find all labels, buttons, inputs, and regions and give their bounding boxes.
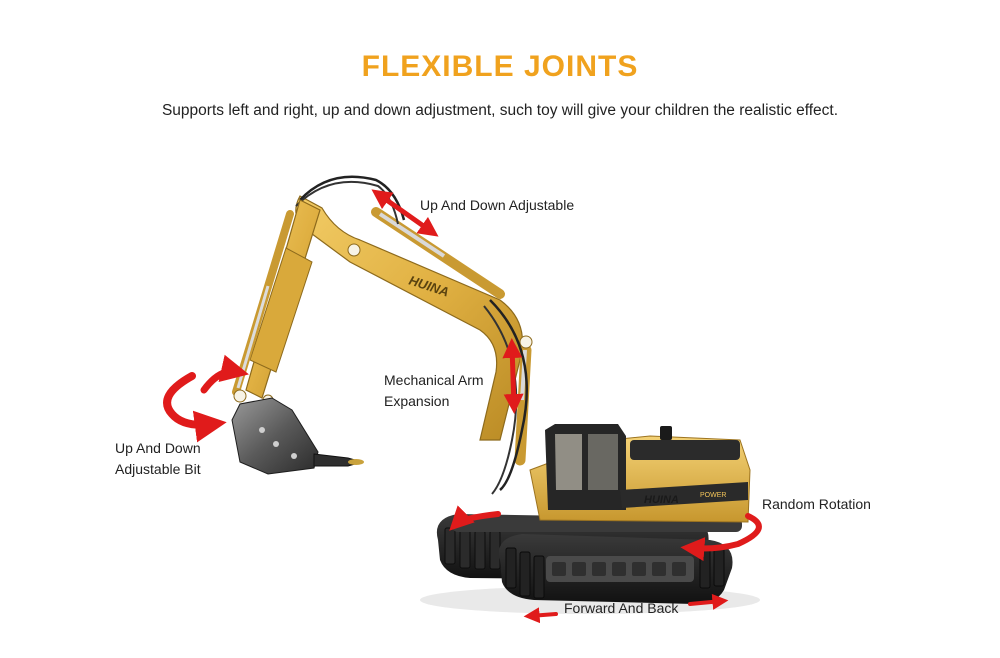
callout-bit: Up And Down Adjustable Bit <box>115 438 201 480</box>
page-subtitle: Supports left and right, up and down adj… <box>161 102 839 119</box>
bit-rotate-arrows <box>163 354 249 443</box>
rotation-arrows <box>449 505 762 562</box>
page-title: FLEXIBLE JOINTS <box>361 50 639 83</box>
excavator-body: POWER HUINA <box>529 424 751 523</box>
callout-boom: Up And Down Adjustable <box>420 197 575 213</box>
breaker-bit <box>231 397 364 475</box>
callout-arm-line2: Expansion <box>384 393 450 409</box>
callout-arm: Mechanical Arm Expansion <box>384 370 484 412</box>
body-brand-logo: HUINA <box>644 494 679 506</box>
tracks-arrow <box>523 593 729 624</box>
boom-arrow <box>371 189 439 237</box>
right-track <box>498 534 733 604</box>
excavator-stick <box>232 199 321 406</box>
excavator-boom: HUINA <box>295 175 533 495</box>
power-sticker: POWER <box>700 492 726 499</box>
arm-arrow <box>502 338 524 414</box>
callout-arm-line1: Mechanical Arm <box>384 372 484 388</box>
callout-tracks: Forward And Back <box>564 600 679 616</box>
callout-rotation: Random Rotation <box>762 496 871 512</box>
callout-bit-line2: Adjustable Bit <box>115 461 201 477</box>
callout-bit-line1: Up And Down <box>115 440 201 456</box>
